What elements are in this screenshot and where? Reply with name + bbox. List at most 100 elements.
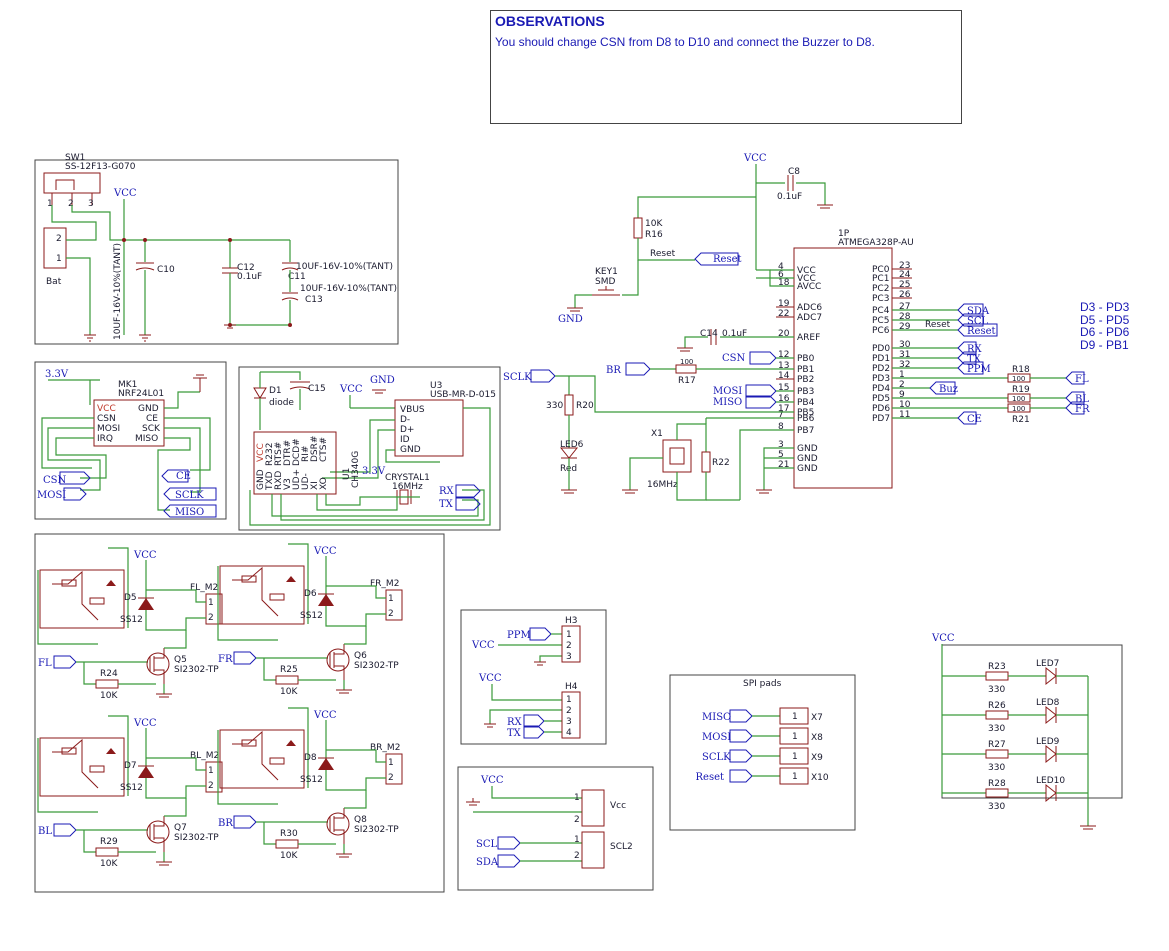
- svg-text:3: 3: [566, 717, 572, 727]
- net-csn-tag: CSN: [43, 471, 91, 486]
- net-scl-tag: SCL: [476, 836, 521, 850]
- nrf-pin-miso: MISO: [135, 434, 158, 444]
- diode-value: SS12: [300, 611, 323, 621]
- switch-toggle: [55, 179, 75, 190]
- svg-text:FL: FL: [1075, 374, 1089, 385]
- nrf-module: [93, 399, 165, 447]
- resistor-ref: R25: [280, 665, 298, 675]
- mcu-pin-label: PB4: [797, 398, 815, 408]
- i2c-vcc-label: VCC: [480, 775, 504, 786]
- svg-text:2: 2: [68, 199, 74, 209]
- spi-section-box: [669, 674, 856, 831]
- svg-text:VBUS: VBUS: [400, 405, 425, 415]
- net-tx-h4: TX: [507, 725, 545, 739]
- svg-text:2: 2: [566, 706, 572, 716]
- mcu-pin-label: PC0: [872, 265, 890, 275]
- c14-ref: C14: [700, 329, 718, 339]
- svg-text:X7: X7: [811, 713, 823, 723]
- svg-text:ID: ID: [400, 435, 410, 445]
- svg-text:1: 1: [208, 766, 214, 776]
- svg-text:SCL: SCL: [476, 839, 498, 850]
- motor-conn-label: FR_M2: [370, 579, 399, 589]
- h3-ref: H3: [565, 616, 578, 626]
- svg-text:2: 2: [574, 815, 580, 825]
- net-sda-tag: SDA: [476, 854, 521, 868]
- svg-text:CE: CE: [967, 414, 982, 425]
- gate-resistor: [95, 847, 119, 857]
- svg-text:1: 1: [792, 772, 798, 782]
- battery-label: Bat: [46, 277, 62, 287]
- svg-text:MOSI: MOSI: [37, 490, 66, 501]
- usb-connector: [394, 399, 464, 457]
- battery-connector: [43, 227, 67, 269]
- net-tag-reset: Reset: [957, 323, 998, 337]
- c8-value: 0.1uF: [777, 192, 802, 202]
- svg-text:LED8: LED8: [1036, 698, 1060, 708]
- svg-text:SCLK: SCLK: [503, 372, 532, 383]
- mosfet-value: SI2302-TP: [174, 665, 219, 675]
- svg-text:RTS#: RTS#: [274, 442, 284, 466]
- usb-section-box: [238, 366, 501, 531]
- key1-value: SMD: [595, 277, 615, 287]
- net-tx-tag: TX: [439, 497, 481, 511]
- svg-text:1: 1: [208, 598, 214, 608]
- svg-text:XI: XI: [310, 481, 320, 490]
- net-tag-br: BR: [218, 815, 257, 829]
- svg-text:CSN: CSN: [722, 353, 746, 364]
- net-br-mcu: BR: [606, 362, 651, 376]
- u1-ref: U1: [342, 468, 352, 480]
- mcu-pin-number: 24: [899, 270, 911, 280]
- svg-text:3: 3: [88, 199, 94, 209]
- motor-connector: [205, 761, 223, 793]
- mcu-pin-number: 29: [899, 322, 911, 332]
- mcu-left-pins: VCC4VCC6AVCC18ADC619ADC722AREF20PB012PB1…: [776, 262, 822, 474]
- u1-value: CH340G: [351, 451, 361, 488]
- switch-symbol: [43, 172, 101, 194]
- spi-title: SPI pads: [743, 679, 782, 689]
- r16-resistor: [633, 217, 643, 239]
- svg-text:TX: TX: [507, 728, 522, 739]
- mosfet-ref: Q6: [354, 651, 367, 661]
- mosfet-ref: Q7: [174, 823, 187, 833]
- c11-ref: C11: [288, 272, 306, 282]
- net-mosi-tag: MOSI: [37, 487, 87, 501]
- r22-resistor: [701, 451, 711, 473]
- mcu-pin-number: 30: [899, 340, 911, 350]
- net-tag-ppm: PPM: [957, 361, 991, 375]
- mcu-pin-number: 20: [778, 329, 790, 339]
- usb-section: D1 diode C15 VCC GND U3 USB-MR-D-015 VBU…: [249, 371, 496, 526]
- h4-ref: H4: [565, 682, 578, 692]
- resistor-ref: R30: [280, 829, 298, 839]
- svg-text:D-: D-: [400, 415, 410, 425]
- x1-ref: X1: [651, 429, 663, 439]
- resistor-value: 10K: [280, 687, 298, 697]
- nrf-pin-vcc: VCC: [97, 404, 116, 414]
- mcu-pin-number: 8: [778, 422, 784, 432]
- motor-section-box: [34, 533, 445, 893]
- diode-ref: D8: [304, 753, 317, 763]
- motor-conn-label: BL_M2: [190, 751, 219, 761]
- svg-text:SDA: SDA: [476, 857, 499, 868]
- svg-text:CSN: CSN: [43, 475, 67, 486]
- resistor-value: 10K: [280, 851, 298, 861]
- mcu-pin-label: PB1: [797, 365, 814, 375]
- mcu-pin-label: PD4: [872, 384, 890, 394]
- motor-connector: [385, 753, 403, 785]
- svg-text:V3: V3: [283, 478, 293, 490]
- observations-text: You should change CSN from D8 to D10 and…: [495, 35, 875, 49]
- r21-ref: R21: [1012, 415, 1030, 425]
- i2c-section: VCC 12 Vcc SCL SDA 12 SCL2: [466, 775, 633, 869]
- switch-ref: SW1: [65, 153, 85, 163]
- mcu-pin-number: 23: [899, 261, 910, 271]
- svg-text:2: 2: [566, 641, 572, 651]
- mcu-pin-number: 21: [778, 460, 789, 470]
